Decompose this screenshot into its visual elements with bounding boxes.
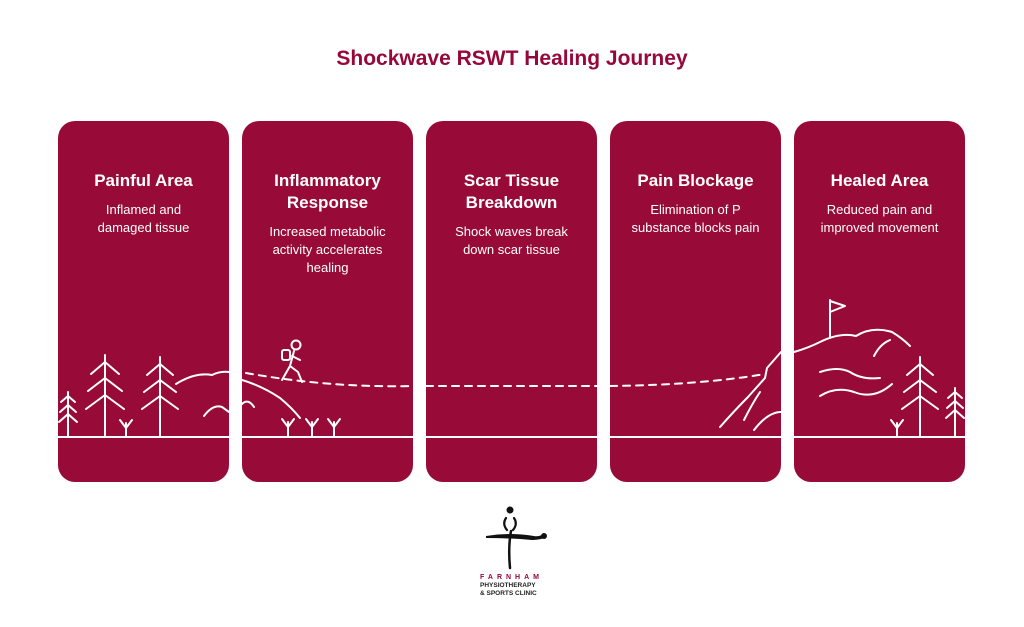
- stage-description: Inflamed and damaged tissue: [97, 202, 190, 235]
- logo-line-2: PHYSIOTHERAPY: [480, 582, 536, 589]
- clinic-logo-wordmark: FARNHAM PHYSIOTHERAPY & SPORTS CLINIC: [480, 574, 543, 598]
- stage-description: Elimination of P substance blocks pain: [631, 202, 760, 235]
- logo-line-3: & SPORTS CLINIC: [480, 590, 537, 597]
- stage-card-painful-area: Painful Area Inflamed and damaged tissue: [58, 121, 229, 482]
- clinic-logo: FARNHAM PHYSIOTHERAPY & SPORTS CLINIC: [472, 502, 552, 602]
- stage-card-scar-tissue-breakdown: Scar Tissue Breakdown Shock waves break …: [426, 121, 597, 482]
- stage-heading: Inflammatory Response: [274, 171, 381, 212]
- stage-card-pain-blockage: Pain Blockage Elimination of P substance…: [610, 121, 781, 482]
- stage-heading: Painful Area: [94, 171, 193, 190]
- stage-description: Increased metabolic activity accelerates…: [269, 224, 386, 275]
- stage-heading: Healed Area: [830, 171, 929, 190]
- stage-card-inflammatory-response: Inflammatory Response Increased metaboli…: [242, 121, 413, 482]
- stage-heading: Scar Tissue Breakdown: [463, 171, 560, 212]
- page-title: Shockwave RSWT Healing Journey: [336, 47, 688, 70]
- stage-card-healed-area: Healed Area Reduced pain and improved mo…: [794, 121, 965, 482]
- stage-description: Shock waves break down scar tissue: [455, 224, 568, 257]
- logo-line-1: FARNHAM: [480, 574, 543, 581]
- clinic-logo-figure: [486, 506, 547, 570]
- stage-heading: Pain Blockage: [637, 171, 754, 190]
- stage-description: Reduced pain and improved movement: [820, 202, 939, 235]
